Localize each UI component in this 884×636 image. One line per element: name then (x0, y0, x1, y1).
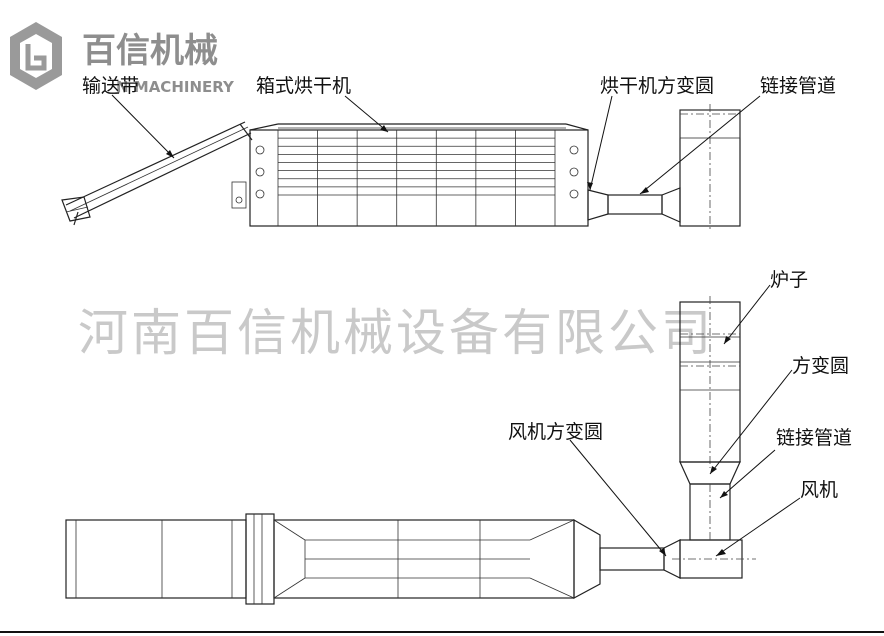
fan-assembly (599, 539, 756, 579)
leader-lines (111, 94, 801, 557)
label-connecting-pipe-bottom: 链接管道 (776, 427, 852, 449)
label-fan-transition: 风机方变圆 (508, 421, 603, 443)
logo-name-en: N MACHINERY (116, 78, 235, 96)
label-dryer-transition: 烘干机方变圆 (600, 75, 714, 97)
logo-name-cn: 百信机械 (82, 31, 218, 71)
label-fan: 风机 (800, 479, 838, 501)
label-connecting-pipe-top: 链接管道 (760, 75, 836, 97)
company-watermark: 河南百信机械设备有限公司 (78, 304, 714, 362)
logo-mark-icon (10, 22, 62, 90)
label-box-dryer: 箱式烘干机 (256, 75, 351, 97)
label-conveyor: 输送带 (82, 75, 139, 97)
dryer-transition-pipe (587, 187, 681, 223)
label-transition: 方变圆 (792, 355, 849, 377)
conveyor-belt (61, 121, 253, 226)
dryer-side-view (65, 513, 601, 605)
leader-arrowheads (166, 125, 731, 556)
top-furnace (679, 104, 741, 232)
company-logo: 百信机械 N MACHINERY (10, 22, 235, 96)
box-dryer (231, 123, 589, 227)
label-furnace: 炉子 (770, 269, 808, 291)
